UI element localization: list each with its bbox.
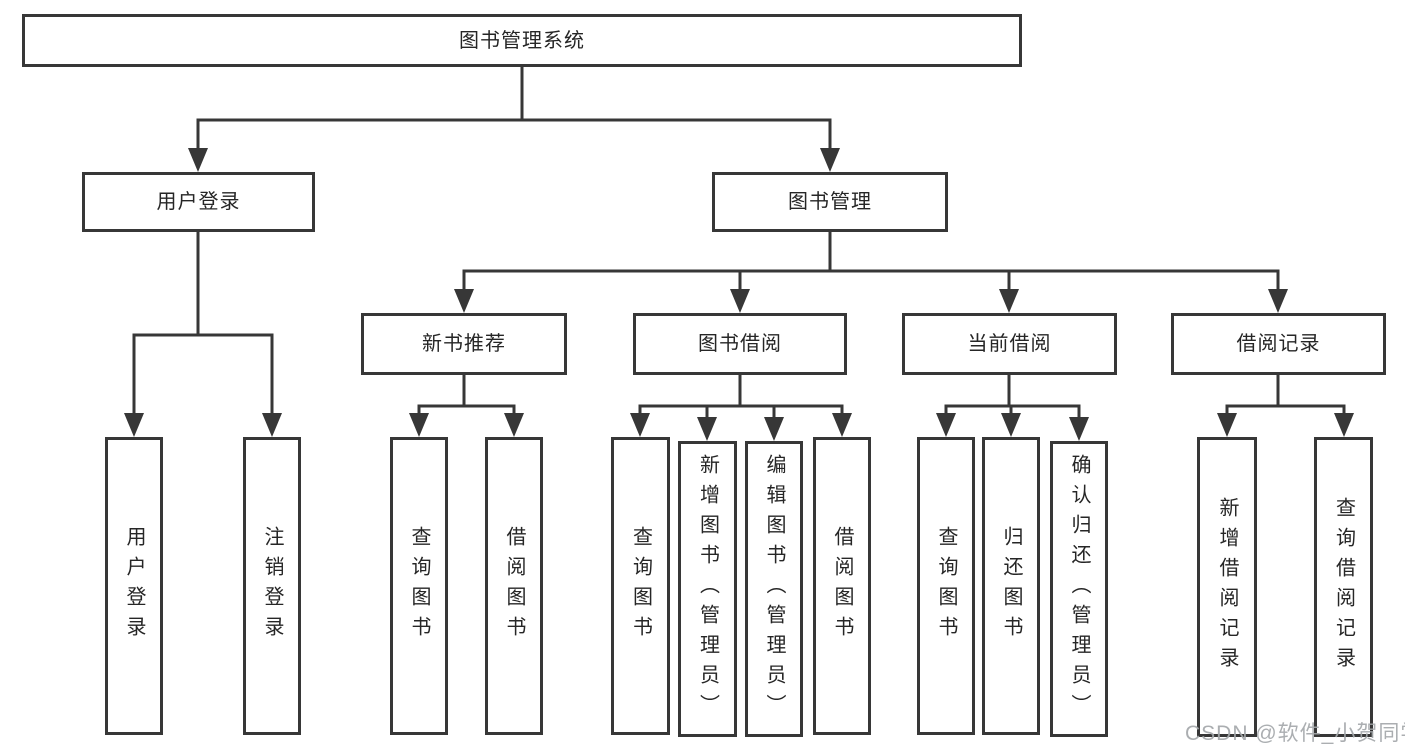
node-label: 借阅记录 bbox=[1236, 333, 1321, 355]
node-label: 注销登录 bbox=[261, 526, 283, 646]
node-book-management: 图书管理 bbox=[712, 172, 948, 232]
node-label: 查询图书 bbox=[629, 526, 652, 646]
edge-book-borrow-children bbox=[638, 375, 844, 425]
node-label: 编辑图书（管理员） bbox=[763, 454, 785, 724]
node-label: 用户登录 bbox=[123, 526, 145, 646]
node-label: 图书借阅 bbox=[698, 333, 782, 355]
leaf-edit-book-admin: 编辑图书（管理员） bbox=[745, 441, 803, 737]
leaf-query-books-1: 查询图书 bbox=[390, 437, 448, 735]
edge-book-management-children bbox=[462, 232, 1280, 297]
node-label: 当前借阅 bbox=[967, 333, 1052, 355]
edge-new-book-children bbox=[417, 375, 516, 421]
node-user-login-group: 用户登录 bbox=[82, 172, 315, 232]
node-current-borrow: 当前借阅 bbox=[902, 313, 1117, 375]
leaf-add-book-admin: 新增图书（管理员） bbox=[678, 441, 737, 737]
node-label: 新书推荐 bbox=[422, 333, 506, 355]
edge-borrow-records-children bbox=[1225, 375, 1346, 421]
node-label: 图书管理 bbox=[788, 191, 872, 213]
node-label: 查询图书 bbox=[408, 526, 430, 646]
node-book-borrow: 图书借阅 bbox=[633, 313, 847, 375]
leaf-add-borrow-record: 新增借阅记录 bbox=[1197, 437, 1257, 737]
node-borrow-records: 借阅记录 bbox=[1171, 313, 1386, 375]
leaf-confirm-return-admin: 确认归还（管理员） bbox=[1050, 441, 1108, 737]
leaf-logout: 注销登录 bbox=[243, 437, 301, 735]
leaf-borrow-books-1: 借阅图书 bbox=[485, 437, 543, 735]
leaf-query-books-3: 查询图书 bbox=[917, 437, 975, 735]
node-label: 借阅图书 bbox=[831, 526, 853, 646]
node-label: 新增图书（管理员） bbox=[696, 454, 719, 724]
node-label: 新增借阅记录 bbox=[1216, 497, 1238, 677]
leaf-borrow-books-2: 借阅图书 bbox=[813, 437, 871, 735]
node-label: 图书管理系统 bbox=[459, 29, 585, 52]
csdn-watermark: CSDN @软件_小贺同学 bbox=[1185, 722, 1405, 745]
node-label: 借阅图书 bbox=[503, 526, 525, 646]
node-new-book-recommend: 新书推荐 bbox=[361, 313, 567, 375]
leaf-query-books-2: 查询图书 bbox=[611, 437, 670, 735]
leaf-query-borrow-record: 查询借阅记录 bbox=[1314, 437, 1373, 737]
node-label: 确认归还（管理员） bbox=[1068, 454, 1090, 724]
leaf-return-books: 归还图书 bbox=[982, 437, 1040, 735]
node-label: 查询图书 bbox=[935, 526, 957, 646]
node-book-management-system: 图书管理系统 bbox=[22, 14, 1022, 67]
edge-user-login-children bbox=[132, 232, 274, 420]
edge-current-borrow-children bbox=[944, 375, 1081, 425]
leaf-user-login: 用户登录 bbox=[105, 437, 163, 735]
edge-root-children bbox=[196, 67, 832, 155]
node-label: 用户登录 bbox=[156, 191, 241, 213]
node-label: 查询借阅记录 bbox=[1332, 497, 1355, 677]
node-label: 归还图书 bbox=[1000, 526, 1022, 646]
